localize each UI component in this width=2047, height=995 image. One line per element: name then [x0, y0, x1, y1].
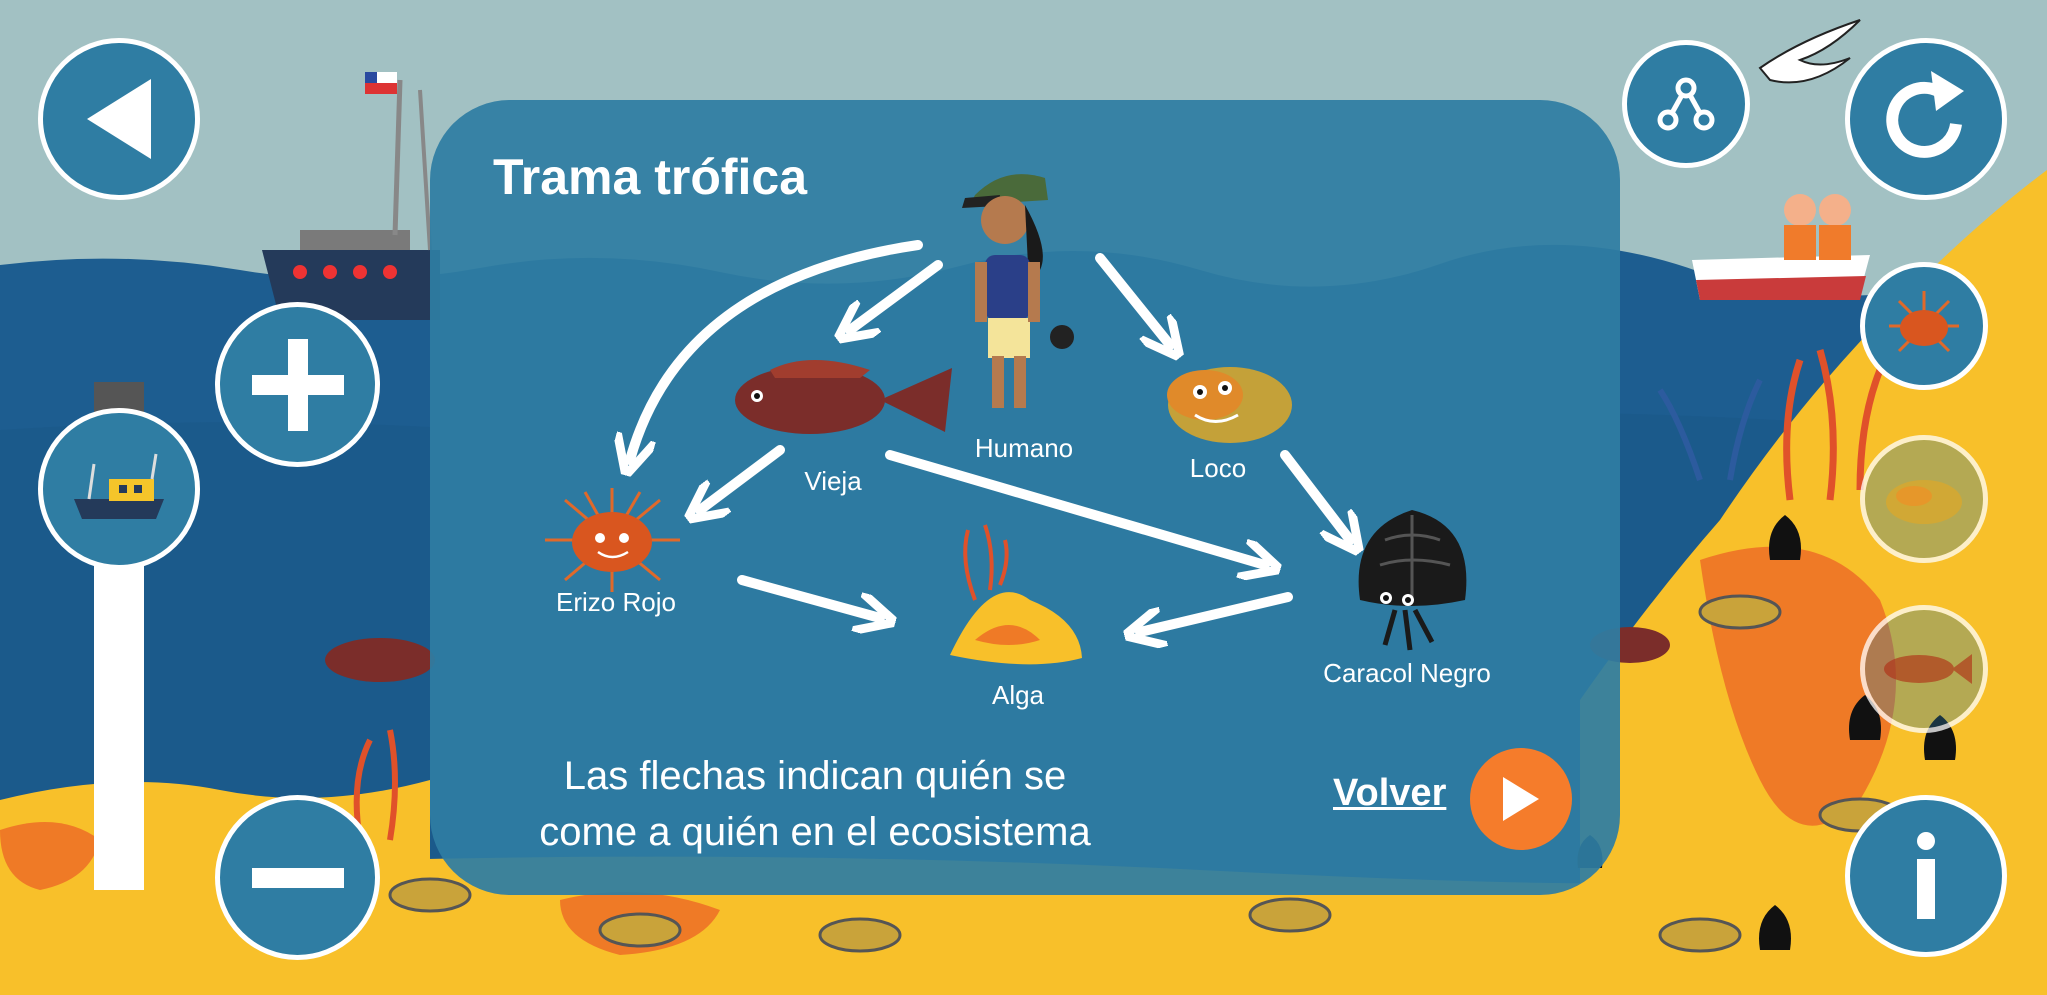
- play-icon: [1503, 777, 1539, 821]
- info-button[interactable]: [1845, 795, 2007, 957]
- fish-icon: [1884, 654, 1972, 684]
- node-label-vieja: Vieja: [804, 466, 862, 496]
- ship-icon: [74, 453, 164, 519]
- species-button-erizo[interactable]: [1860, 262, 1988, 390]
- black-snail-illustration: [1358, 510, 1467, 651]
- back-button[interactable]: [38, 38, 200, 200]
- fishing-ship-illustration: [262, 72, 440, 320]
- restart-button[interactable]: [1845, 38, 2007, 200]
- volver-play-button[interactable]: [1470, 748, 1572, 850]
- minus-icon: [251, 867, 344, 888]
- arrow-vieja-erizo: [700, 445, 785, 510]
- vieja-fish-illustration: [735, 360, 952, 434]
- algae-illustration: [950, 524, 1082, 665]
- zoom-in-button[interactable]: [215, 302, 380, 467]
- food-web-caption: Las flechas indican quién se come a quié…: [490, 748, 1140, 860]
- species-button-vieja[interactable]: [1860, 605, 1988, 733]
- arrow-humano-loco: [1095, 253, 1170, 345]
- loco-snail-icon: [1886, 480, 1962, 524]
- arrow-loco-caracol: [1280, 450, 1350, 540]
- volver-link[interactable]: Volver: [1333, 772, 1447, 814]
- share-icon: [1657, 77, 1715, 131]
- triangle-left-icon: [87, 79, 151, 159]
- small-boat-illustration: [1692, 194, 1870, 300]
- sea-urchin-icon: [1889, 291, 1959, 353]
- caption-line-1: Las flechas indican quién se: [563, 754, 1067, 798]
- node-label-caracol: Caracol Negro: [1323, 658, 1491, 688]
- panel-title: Trama trófica: [493, 149, 808, 205]
- arrow-humano-vieja: [850, 260, 943, 330]
- species-button-loco[interactable]: [1860, 435, 1988, 563]
- arrow-humano-erizo: [630, 240, 923, 460]
- restart-icon: [1886, 71, 1964, 158]
- node-label-loco: Loco: [1189, 453, 1247, 483]
- human-illustration: [962, 174, 1074, 408]
- node-label-erizo: Erizo Rojo: [556, 587, 676, 617]
- node-label-humano: Humano: [974, 433, 1074, 463]
- loco-illustration: [1167, 367, 1292, 443]
- info-icon: [1917, 832, 1935, 919]
- plus-icon: [251, 338, 344, 431]
- red-sea-urchin-illustration: [545, 488, 680, 592]
- arrow-erizo-alga: [737, 575, 880, 618]
- zoom-out-button[interactable]: [215, 795, 380, 960]
- arrow-caracol-alga: [1140, 592, 1293, 632]
- caption-line-2: come a quién en el ecosistema: [539, 810, 1091, 854]
- node-label-alga: Alga: [991, 680, 1045, 710]
- share-button[interactable]: [1622, 40, 1750, 168]
- arrow-vieja-caracol: [885, 450, 1265, 565]
- zoom-slider-handle[interactable]: [38, 408, 200, 570]
